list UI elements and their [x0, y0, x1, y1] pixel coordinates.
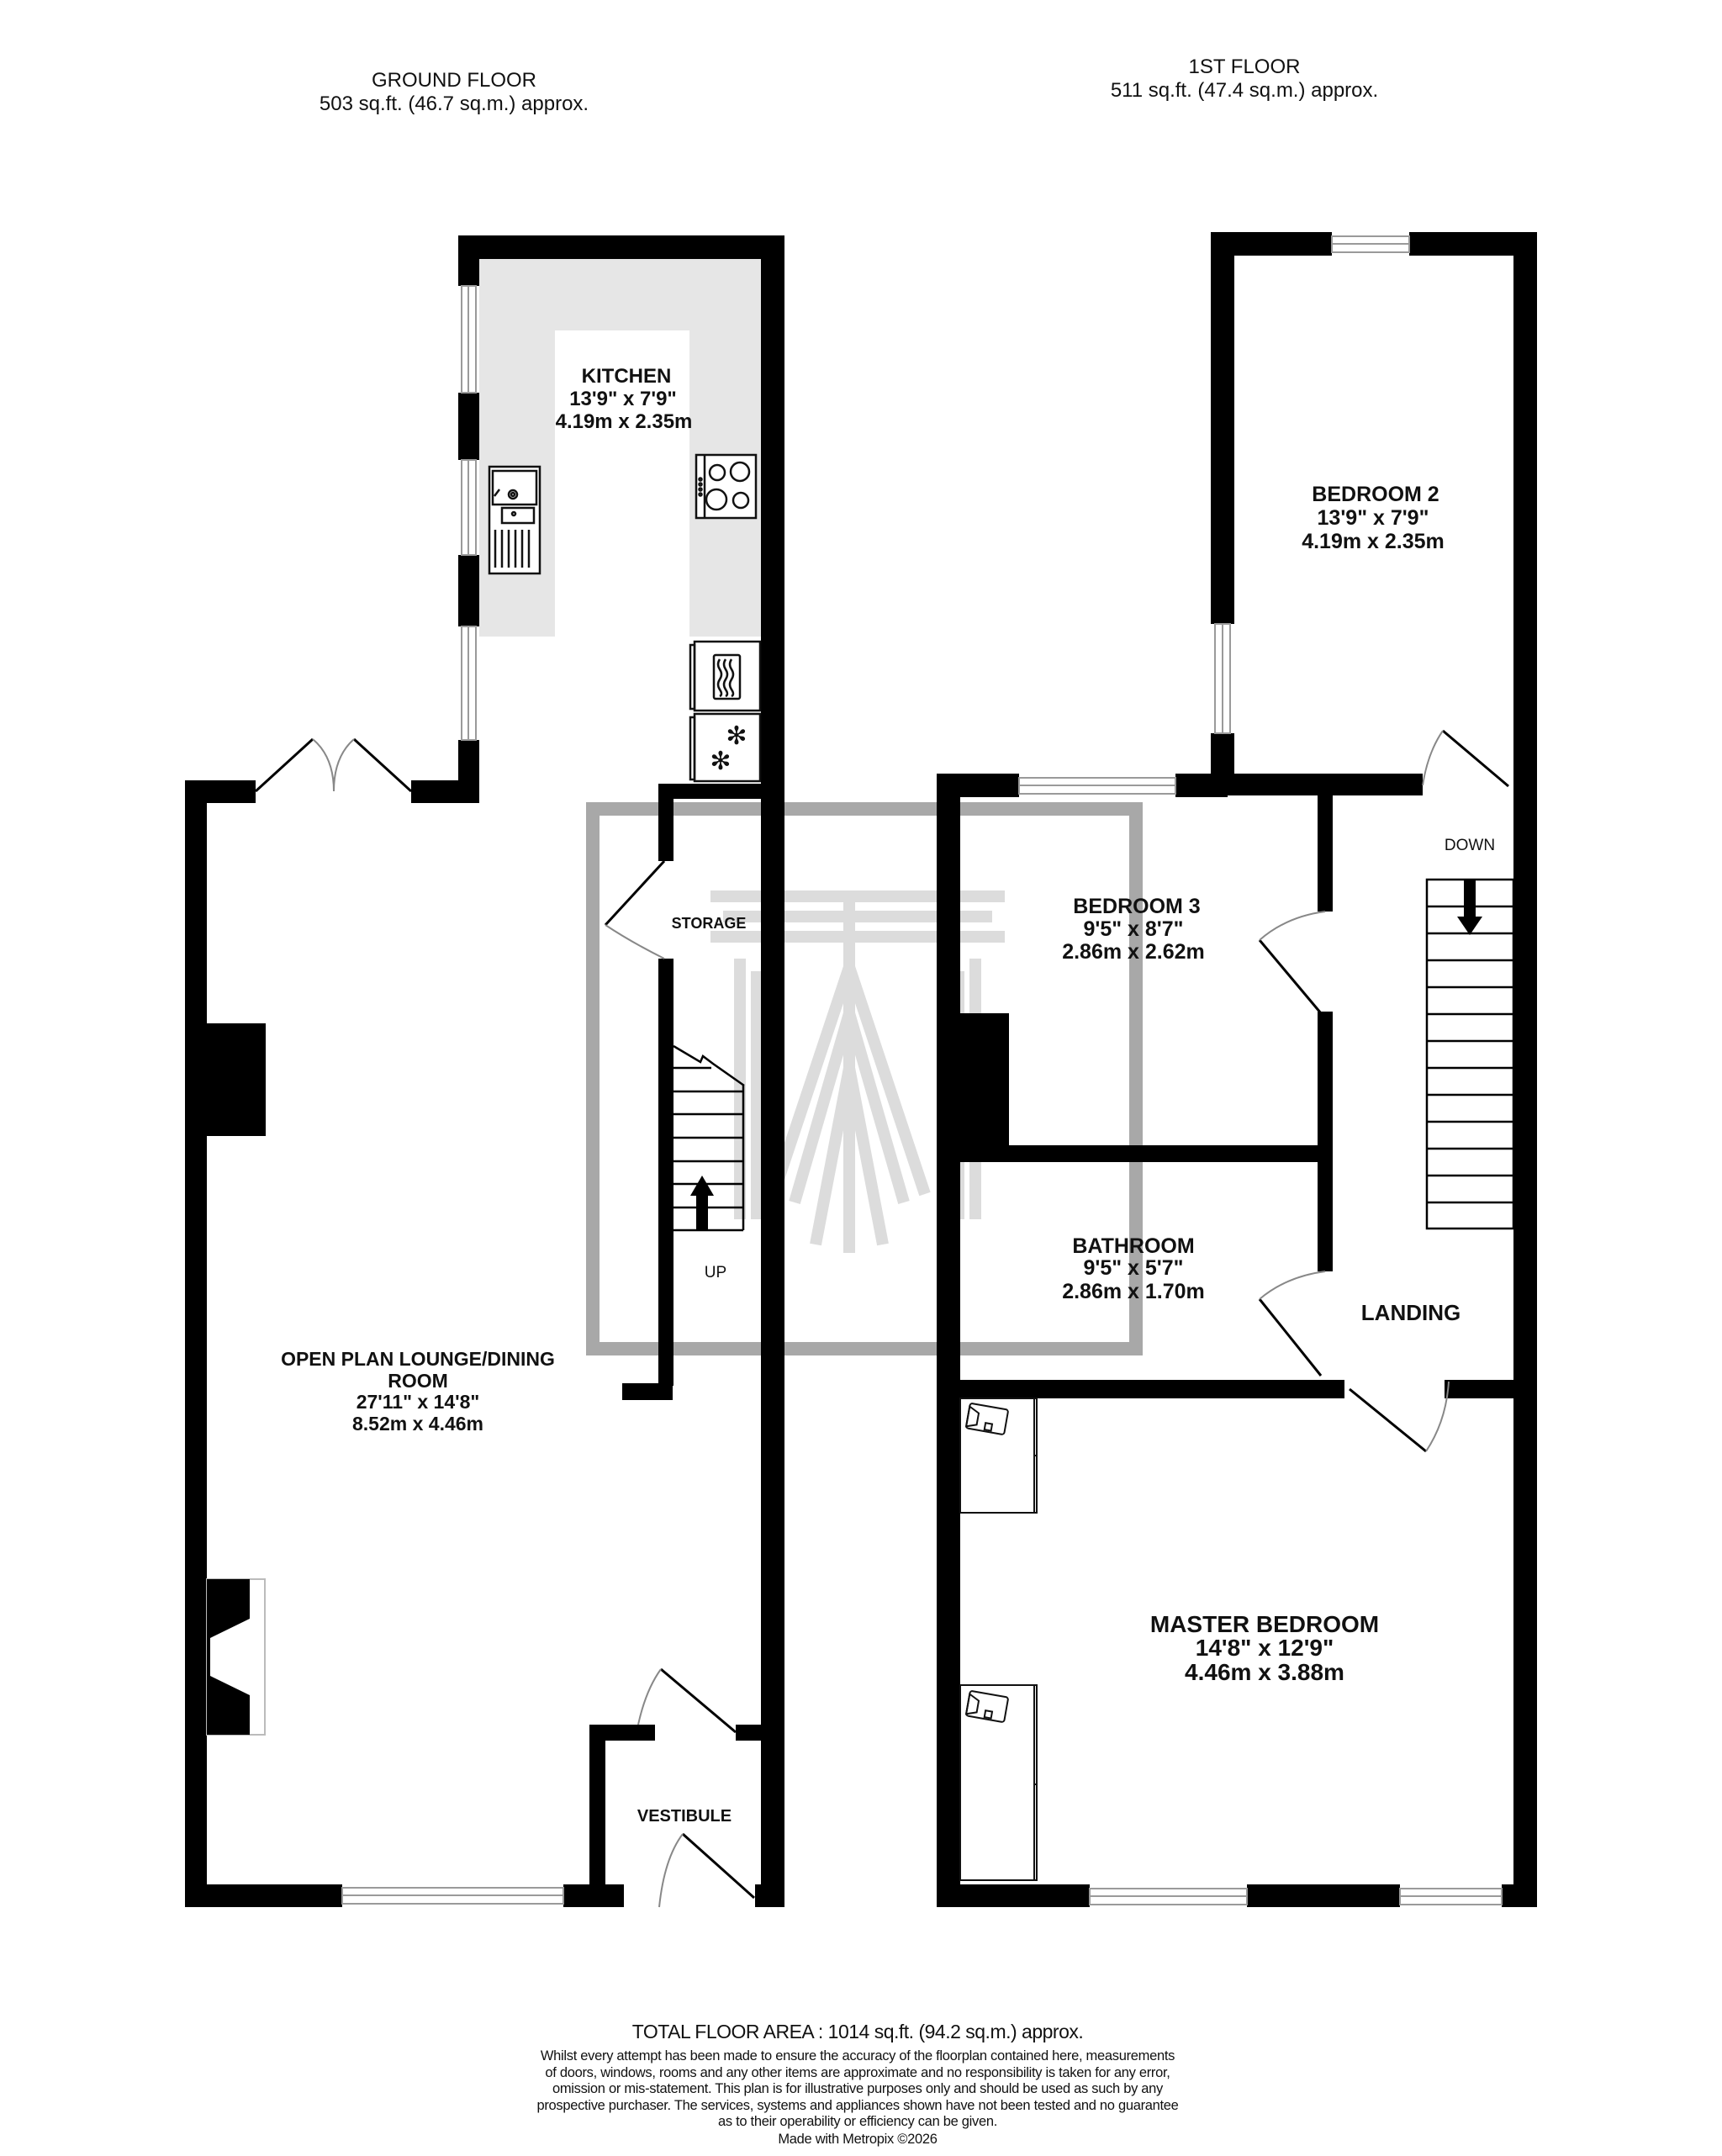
- bedroom2-imperial: 13'9" x 7'9": [1318, 506, 1429, 530]
- svg-text:✻: ✻: [726, 721, 747, 751]
- first-floor-area: 511 sq.ft. (47.4 sq.m.) approx.: [1110, 79, 1379, 102]
- disclaimer-line: prospective purchaser. The services, sys…: [536, 2097, 1179, 2113]
- bedroom3-metric: 2.86m x 2.62m: [1062, 940, 1205, 964]
- lounge-imperial: 27'11" x 14'8": [357, 1391, 480, 1413]
- vestibule-name: VESTIBULE: [637, 1807, 732, 1826]
- kitchen-name: KITCHEN: [582, 365, 672, 388]
- kitchen-imperial: 13'9" x 7'9": [569, 388, 677, 410]
- disclaimer-line: omission or mis-statement. This plan is …: [552, 2081, 1164, 2096]
- bedroom2-walls: [1211, 232, 1537, 795]
- kitchen-walls: [458, 235, 784, 799]
- oven-icon: [689, 640, 762, 712]
- ground-floor-labels: KITCHEN 13'9" x 7'9" 4.19m x 2.35m OPEN …: [281, 365, 746, 1826]
- landing-name: LANDING: [1361, 1300, 1461, 1325]
- arrow-up-icon: [690, 1176, 714, 1230]
- sink-icon: [488, 465, 541, 575]
- first-floor-labels: BEDROOM 2 13'9" x 7'9" 4.19m x 2.35m BED…: [1062, 483, 1495, 1685]
- disclaimer-line: of doors, windows, rooms and any other i…: [545, 2064, 1170, 2080]
- ground-floor-area: 503 sq.ft. (46.7 sq.m.) approx.: [319, 92, 589, 115]
- stairs-up-label: UP: [705, 1264, 726, 1281]
- hob-icon: [695, 453, 758, 520]
- ground-floor-title: GROUND FLOOR: [371, 69, 536, 92]
- french-doors[interactable]: [254, 737, 413, 793]
- first-floor-windows: [1018, 777, 1503, 1905]
- master-bedroom-name: MASTER BEDROOM: [1150, 1611, 1379, 1637]
- storage-name: STORAGE: [672, 915, 747, 932]
- wardrobe-icon: [959, 1398, 1038, 1514]
- stairs-down-label: DOWN: [1445, 837, 1495, 854]
- fireplace-icon: [206, 1578, 266, 1736]
- disclaimer: Whilst every attempt has been made to en…: [370, 2048, 1345, 2131]
- disclaimer-line: as to their operability or efficiency ca…: [717, 2114, 997, 2129]
- front-door[interactable]: [658, 1832, 755, 1908]
- lounge-window: [341, 1887, 564, 1905]
- credit: Made with Metropix ©2026: [778, 2131, 938, 2147]
- kitchen-metric: 4.19m x 2.35m: [556, 410, 693, 433]
- bedroom3-door[interactable]: [1258, 911, 1326, 1014]
- chimney-breast-icon: [207, 1023, 266, 1136]
- total-floor-area: TOTAL FLOOR AREA : 1014 sq.ft. (94.2 sq.…: [631, 2021, 1084, 2042]
- first-floor-walls: [937, 774, 1537, 1907]
- ground-floor-stairs[interactable]: [673, 1044, 745, 1232]
- bedroom2-windows: [1214, 235, 1410, 734]
- watermark-logo-icon: [586, 802, 1143, 1355]
- chimney-breast-icon: [960, 1013, 1009, 1145]
- bathroom-imperial: 9'5" x 5'7": [1083, 1256, 1183, 1280]
- first-floor-title: 1ST FLOOR: [1188, 55, 1301, 78]
- wardrobe-icon: [959, 1684, 1038, 1881]
- master-bedroom-imperial: 14'8" x 12'9": [1196, 1635, 1334, 1661]
- bedroom2-name: BEDROOM 2: [1312, 483, 1439, 506]
- bathroom-door[interactable]: [1258, 1271, 1326, 1377]
- bedroom3-name: BEDROOM 3: [1073, 895, 1200, 918]
- ground-floor-plan: ✻ ✻: [185, 235, 784, 1908]
- master-bedroom-door[interactable]: [1349, 1381, 1450, 1453]
- footer: TOTAL FLOOR AREA : 1014 sq.ft. (94.2 sq.…: [370, 2020, 1345, 2148]
- first-floor-stairs[interactable]: [1425, 878, 1515, 1230]
- lounge-name-line2: ROOM: [388, 1370, 448, 1392]
- bedroom2-metric: 4.19m x 2.35m: [1302, 530, 1445, 553]
- storage-door[interactable]: [604, 859, 666, 959]
- fridge-freezer-icon: ✻ ✻: [689, 712, 762, 783]
- bathroom-name: BATHROOM: [1072, 1234, 1194, 1258]
- bathroom-metric: 2.86m x 1.70m: [1062, 1280, 1205, 1303]
- kitchen-worktop: [479, 258, 761, 637]
- vestibule-inner-door[interactable]: [637, 1667, 737, 1734]
- bedroom2-door[interactable]: [1422, 729, 1509, 788]
- first-floor-header: 1ST FLOOR 511 sq.ft. (47.4 sq.m.) approx…: [1043, 55, 1446, 103]
- kitchen-windows: [461, 285, 477, 741]
- ground-floor-header: GROUND FLOOR 503 sq.ft. (46.7 sq.m.) app…: [277, 69, 631, 116]
- master-bedroom-metric: 4.46m x 3.88m: [1185, 1659, 1344, 1685]
- lounge-metric: 8.52m x 4.46m: [352, 1413, 483, 1435]
- disclaimer-line: Whilst every attempt has been made to en…: [540, 2048, 1175, 2064]
- lounge-name-line1: OPEN PLAN LOUNGE/DINING: [281, 1348, 555, 1370]
- first-floor-plan: [937, 232, 1537, 1907]
- svg-text:✻: ✻: [710, 747, 731, 776]
- lounge-walls: [185, 780, 784, 1907]
- arrow-down-icon: [1457, 880, 1482, 935]
- bedroom3-imperial: 9'5" x 8'7": [1083, 917, 1183, 941]
